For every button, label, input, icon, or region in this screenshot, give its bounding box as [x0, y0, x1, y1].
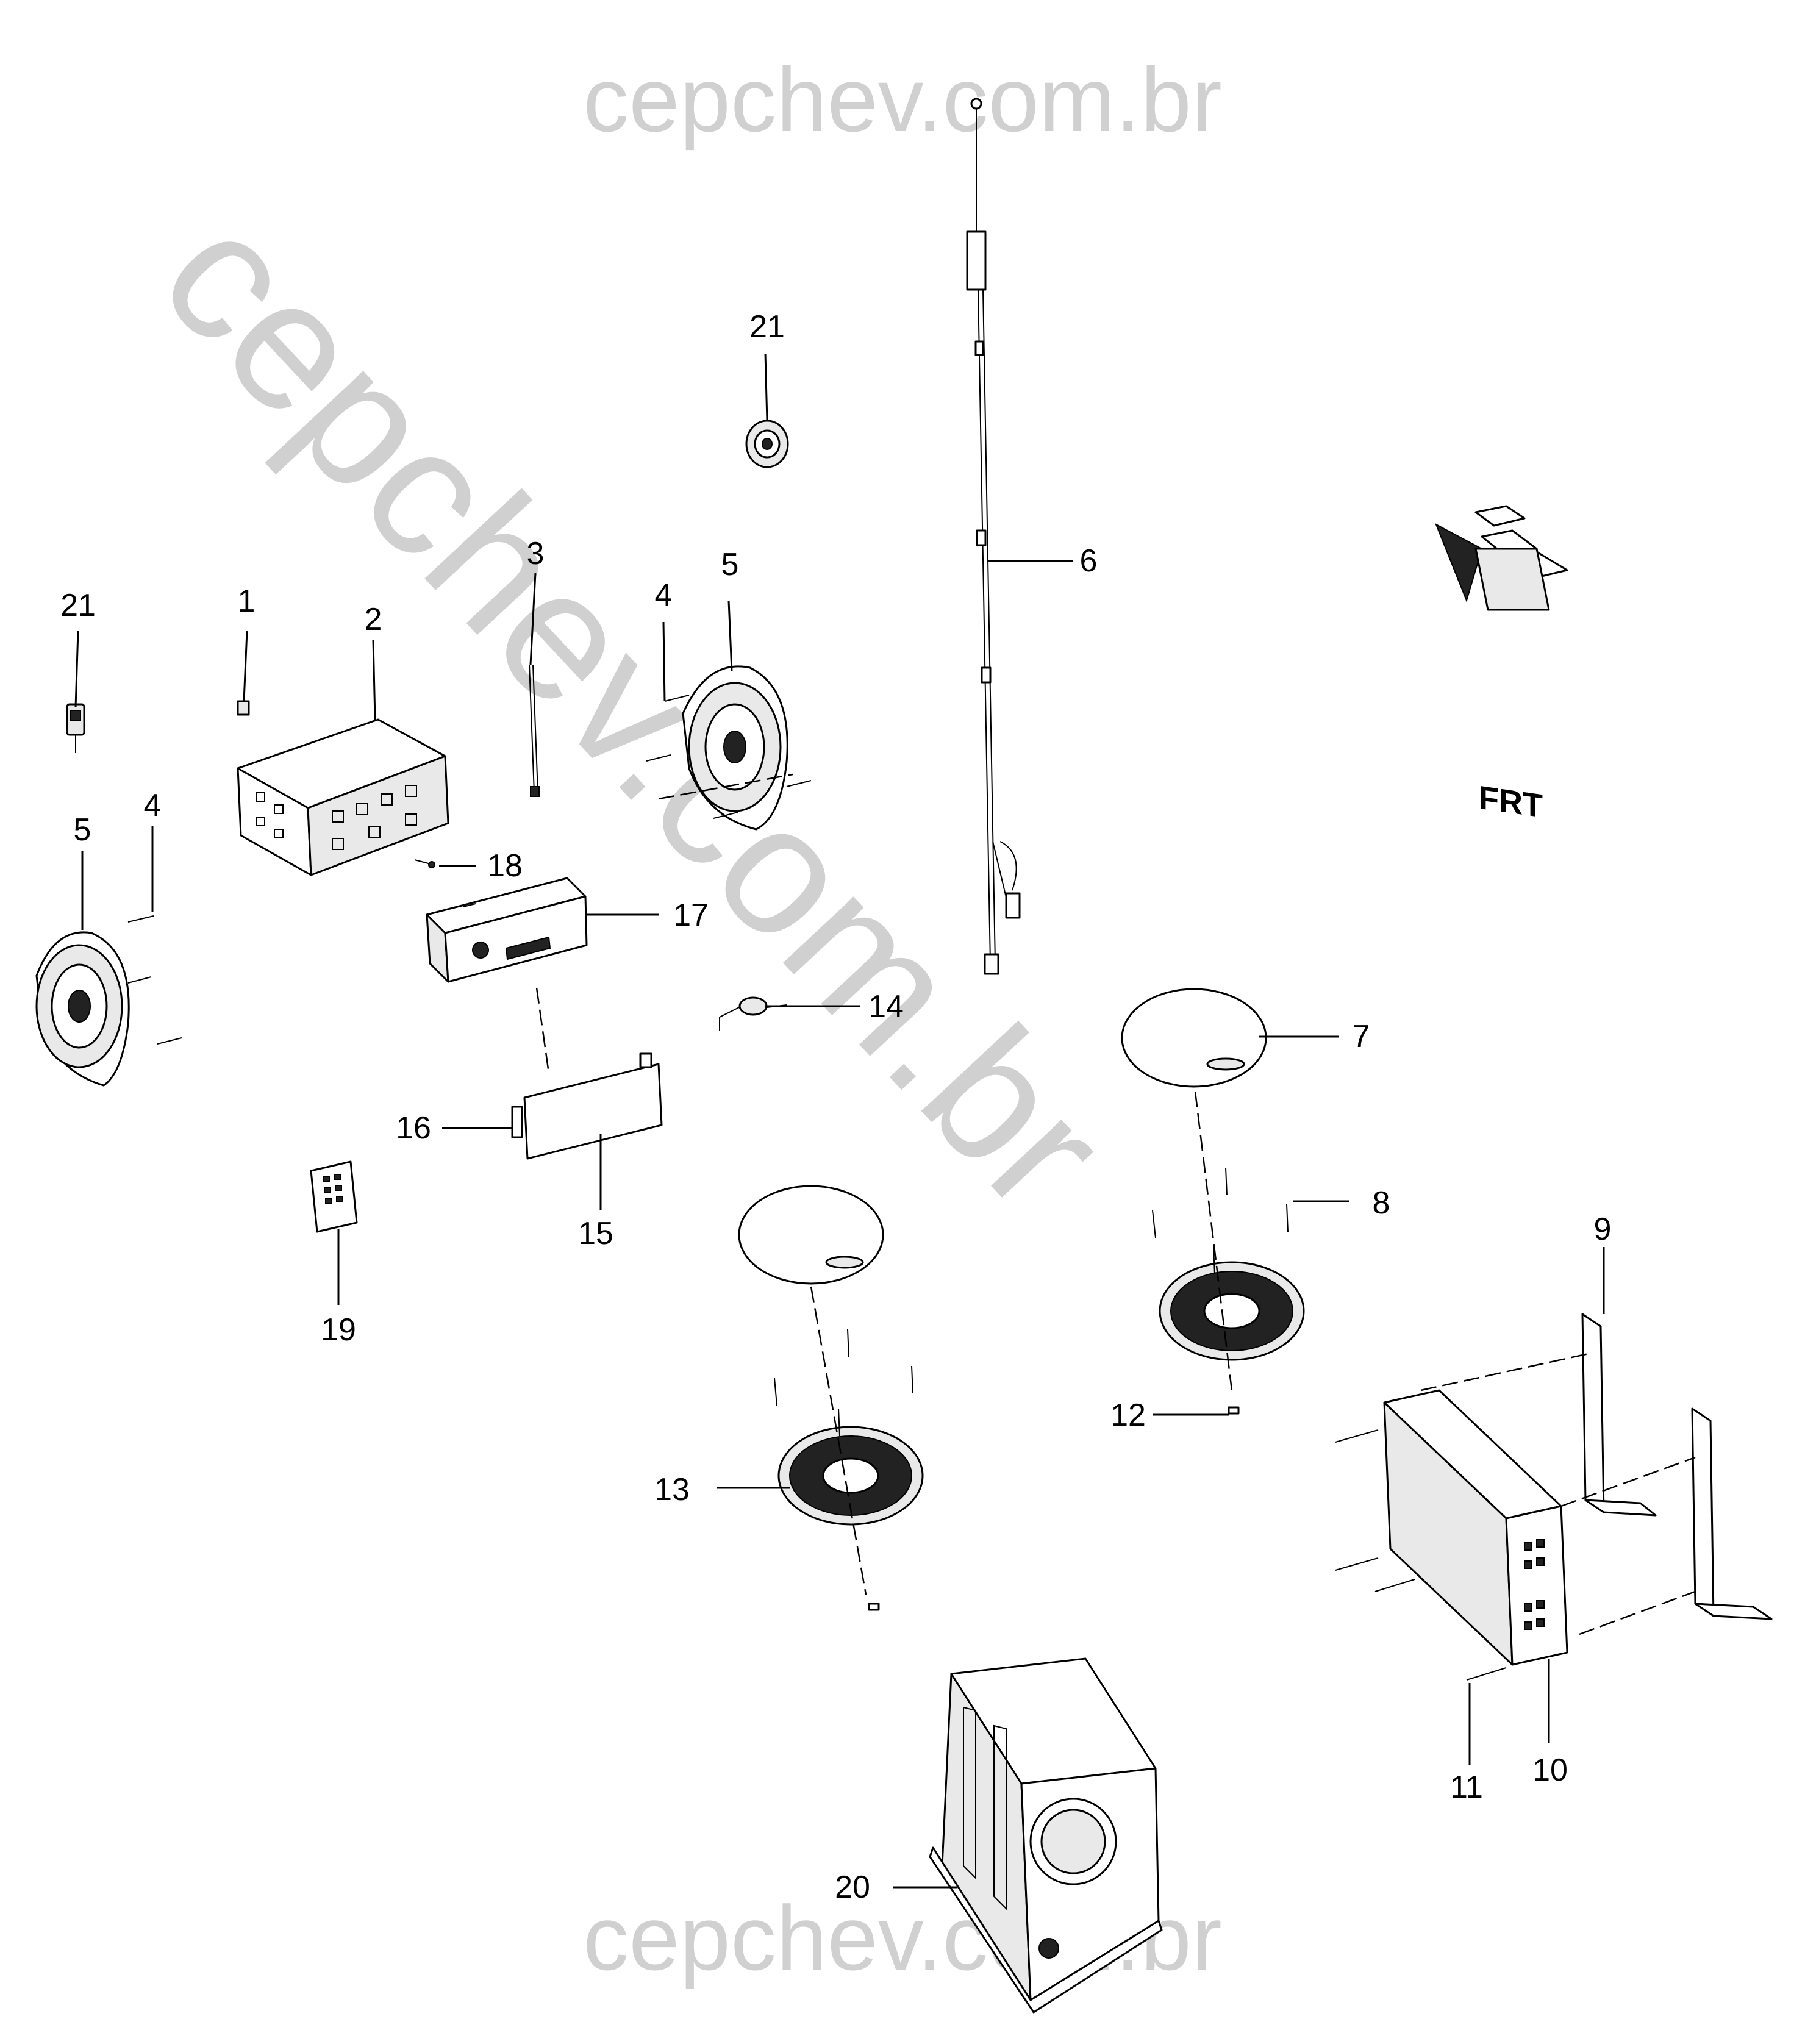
callout-21b: 21: [60, 588, 96, 623]
callout-14: 14: [868, 989, 904, 1024]
callout-13: 13: [654, 1472, 690, 1507]
callout-10: 10: [1532, 1753, 1568, 1788]
radio-cage: [237, 718, 449, 876]
callout-18: 18: [487, 848, 523, 884]
callout-8: 8: [1373, 1185, 1390, 1221]
front-direction-marker: FRT: [1435, 505, 1568, 825]
door-speaker-right: [682, 665, 788, 831]
callout-4a: 4: [655, 577, 673, 613]
speaker-grille-lower: [738, 1185, 884, 1285]
frt-label: FRT: [1479, 779, 1543, 824]
callout-21a: 21: [749, 309, 785, 345]
radio-head-unit: [426, 877, 588, 983]
callout-16: 16: [396, 1110, 431, 1146]
callout-11: 11: [1450, 1770, 1483, 1805]
antenna-cable: [529, 664, 540, 797]
amp-bracket-upper: [1581, 1313, 1657, 1517]
callout-3: 3: [527, 536, 545, 571]
callout-numbers: 1 2 3 4 5 6 7 8 9 10 11 12 13 14 15 16 1…: [60, 309, 1611, 1905]
callout-15: 15: [578, 1216, 613, 1251]
speaker-screws-left: [127, 915, 182, 1045]
door-speaker-left: [35, 931, 130, 1087]
callout-9: 9: [1594, 1212, 1612, 1247]
amp-bracket-lower: [1691, 1407, 1773, 1620]
connector-left: [66, 703, 85, 753]
assembly-lines: [535, 773, 1696, 1635]
faceplate: [523, 1052, 663, 1160]
callout-19: 19: [321, 1312, 356, 1348]
speaker-clips: [868, 1406, 1240, 1611]
leader-lines: [74, 353, 1605, 1889]
callout-12: 12: [1110, 1398, 1146, 1433]
cage-clip: [237, 700, 250, 716]
amplifier: [1383, 1389, 1568, 1666]
callout-4b: 4: [144, 788, 162, 823]
remote-control: [310, 1160, 358, 1233]
coaxial-speaker-lower: [777, 1426, 924, 1526]
callout-7: 7: [1353, 1019, 1370, 1054]
cage-screw: [414, 859, 435, 868]
faceplate-clip: [511, 1106, 523, 1138]
callout-2: 2: [365, 602, 382, 637]
callout-17: 17: [673, 898, 709, 933]
callout-5a: 5: [721, 547, 739, 582]
callout-20: 20: [835, 1870, 870, 1905]
amp-mounting-screws: [1335, 1429, 1507, 1681]
callout-6: 6: [1080, 543, 1098, 579]
speaker-grille-upper: [1121, 988, 1267, 1088]
callout-1: 1: [238, 584, 256, 619]
tweeter-top: [745, 420, 789, 468]
watermark-top: cepchev.com.br: [583, 48, 1222, 151]
callout-5b: 5: [74, 812, 91, 848]
antenna: [966, 98, 1021, 975]
speaker-mount-screws: [774, 1167, 1289, 1437]
coaxial-speaker-upper: [1159, 1261, 1305, 1361]
subwoofer-box: [929, 1657, 1163, 2014]
speaker-screws-right: [646, 695, 812, 819]
